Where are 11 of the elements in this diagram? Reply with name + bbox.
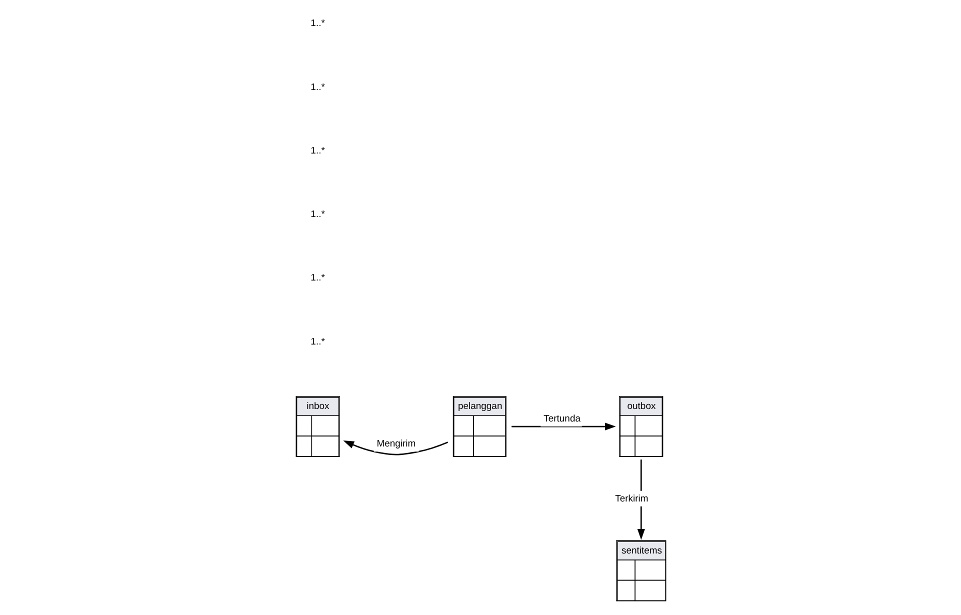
label: 1..* (310, 145, 324, 156)
arrow (342, 440, 448, 456)
edge-label: Mengirim (376, 438, 416, 450)
label: 1..* (310, 209, 324, 220)
label: 1..* (310, 82, 324, 93)
edge-label: Tertunda (543, 414, 580, 425)
arrow (511, 422, 616, 430)
label: 1..* (310, 272, 324, 284)
label: 1..* (310, 18, 324, 30)
edge-label: Terkirim (614, 493, 648, 504)
label: 1..* (310, 336, 324, 348)
